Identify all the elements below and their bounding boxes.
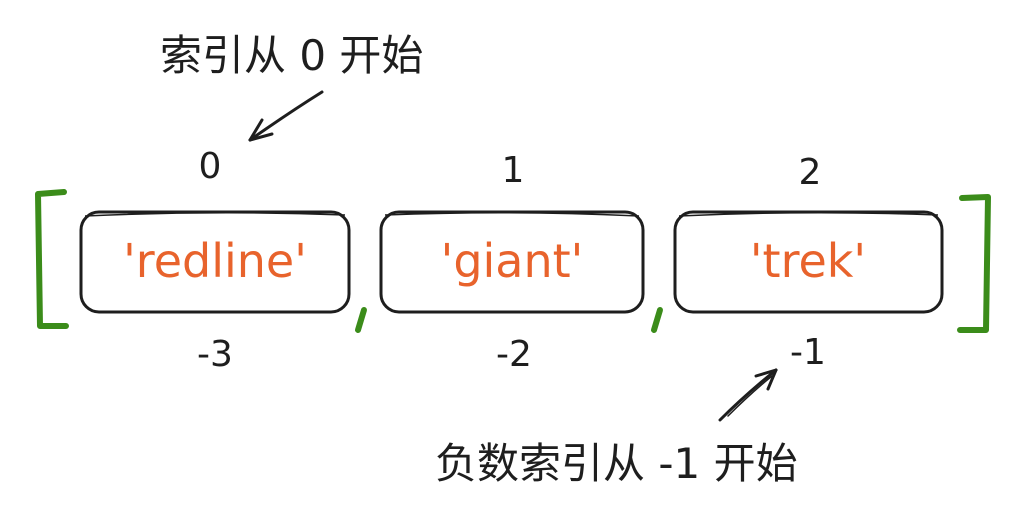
comma-1 [355, 307, 367, 333]
list-element-0: 'redline' [79, 210, 351, 314]
list-element-1-text: 'giant' [441, 234, 584, 288]
list-element-1: 'giant' [379, 210, 645, 314]
bottom-annotation: 负数索引从 -1 开始 [435, 439, 798, 488]
bottom-arrow [718, 368, 778, 422]
comma-2 [651, 307, 663, 333]
list-element-2-text: 'trek' [750, 234, 866, 288]
positive-index-2: 2 [799, 152, 822, 193]
list-element-2: 'trek' [673, 210, 944, 314]
top-arrow [248, 90, 324, 142]
negative-index-2: -1 [790, 332, 826, 373]
negative-index-1: -2 [496, 334, 532, 375]
left-bracket [35, 189, 69, 329]
list-element-0-text: 'redline' [123, 234, 307, 288]
top-annotation: 索引从 0 开始 [160, 31, 423, 80]
positive-index-0: 0 [199, 146, 222, 187]
positive-index-1: 1 [502, 150, 525, 191]
right-bracket [957, 194, 991, 333]
negative-index-0: -3 [197, 334, 233, 375]
